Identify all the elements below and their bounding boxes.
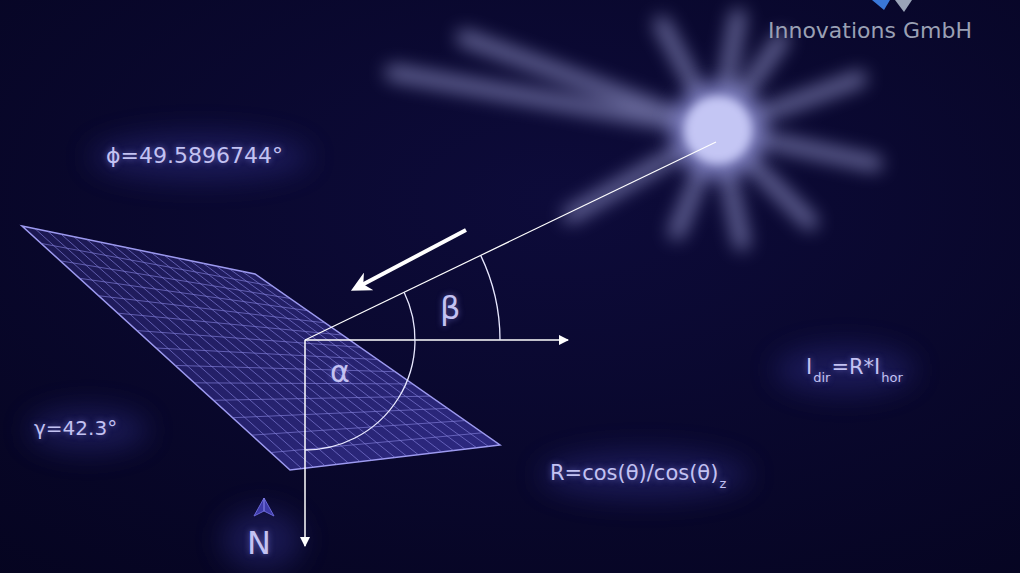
- logo-mark: [872, 0, 890, 10]
- alpha-arc: [305, 292, 415, 450]
- panel-cell-line: [233, 408, 448, 417]
- label-text: γ=42.3°: [34, 416, 117, 440]
- formula-text: =R*I: [831, 357, 880, 378]
- formula-subscript: hor: [881, 367, 903, 386]
- horizontal-axis: [305, 339, 568, 341]
- formula-text: R=cos(θ)/cos(θ): [550, 463, 718, 484]
- north-label: N: [247, 527, 271, 559]
- sun-rays: [393, 17, 874, 243]
- panel-cell-line: [252, 421, 465, 436]
- panel-cell-line: [99, 296, 325, 323]
- panel-cell-line: [41, 243, 272, 286]
- angle-symbol: α: [330, 357, 350, 387]
- label-text: z: [719, 476, 726, 491]
- latitude-label: ϕ=49.5896744°: [106, 145, 283, 167]
- panel-cell-line: [79, 278, 307, 310]
- panel-cell-line: [60, 261, 290, 299]
- panel-cell-line: [271, 433, 483, 453]
- panel-cell-line: [194, 383, 412, 384]
- north-symbol: [254, 498, 274, 516]
- panel-outline: [22, 226, 500, 470]
- label-text: Innovations GmbH: [768, 18, 972, 43]
- solar-panel: [22, 226, 500, 470]
- sun: [684, 96, 752, 164]
- north-axis: [304, 340, 306, 546]
- company-name: Innovations GmbH: [768, 20, 972, 42]
- panel-cell-line: [137, 331, 360, 348]
- sun-ray-line: [305, 142, 716, 340]
- label-text: ϕ=49.5896744°: [106, 143, 283, 168]
- beta-arc: [481, 255, 500, 340]
- sun-ray: [393, 73, 718, 130]
- panel-cell-line: [139, 250, 396, 458]
- label-text: dir: [813, 370, 830, 385]
- sun-glow: [670, 82, 766, 178]
- label-text: =R*I: [831, 355, 880, 379]
- label-text: β: [440, 289, 460, 327]
- formula-subscript: dir: [813, 367, 830, 386]
- label-text: I: [806, 355, 812, 379]
- tilt-label: γ=42.3°: [34, 418, 117, 439]
- panel-cell-line: [126, 247, 384, 459]
- angle-symbol: β: [440, 292, 460, 324]
- label-text: N: [247, 524, 271, 562]
- label-text: R=cos(θ)/cos(θ): [550, 461, 718, 485]
- logo-mark: [895, 0, 912, 12]
- formula-subscript: z: [719, 473, 726, 492]
- formula-text: I: [806, 357, 812, 378]
- label-text: α: [330, 354, 350, 389]
- panel-cell-line: [216, 266, 465, 449]
- label-text: hor: [881, 370, 903, 385]
- panel-cell-line: [175, 365, 395, 371]
- irradiation-arrow: [358, 230, 466, 287]
